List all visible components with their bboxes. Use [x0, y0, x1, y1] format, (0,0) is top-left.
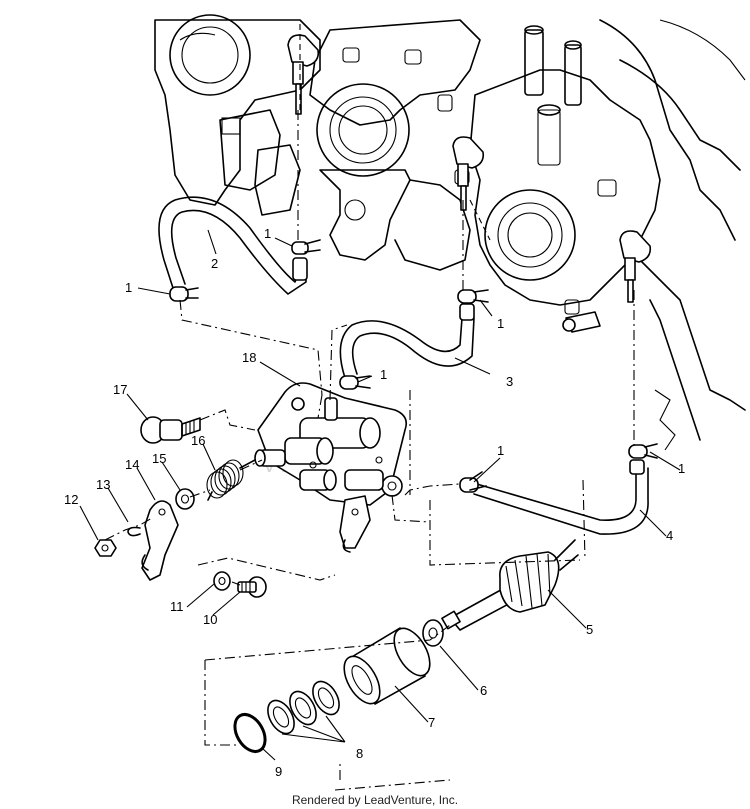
hose-clamp: [457, 289, 489, 304]
screw: [237, 576, 267, 598]
hoses: [158, 196, 658, 535]
drive-gear: [441, 539, 579, 631]
engine-case: [154, 14, 746, 451]
o-ring: [233, 713, 267, 753]
snap-clip: [127, 526, 141, 537]
seal-rings: [267, 680, 340, 735]
hose-clamp: [459, 471, 487, 493]
leader-lines: [79, 229, 681, 761]
hose-clamp: [339, 375, 371, 390]
callout-9: 9: [275, 764, 282, 779]
assembly-lines: [104, 20, 635, 791]
callout-2: 2: [211, 256, 218, 271]
hose-clamp: [169, 286, 199, 302]
callout-1: 1: [678, 461, 685, 476]
callout-12: 12: [64, 492, 78, 507]
hose-clamp: [291, 239, 321, 255]
hose-clamp: [628, 443, 658, 459]
callout-1: 1: [497, 316, 504, 331]
callout-7: 7: [428, 715, 435, 730]
callout-14: 14: [125, 457, 139, 472]
callout-5: 5: [586, 622, 593, 637]
callout-3: 3: [506, 374, 513, 389]
callout-1: 1: [125, 280, 132, 295]
callout-11: 11: [170, 599, 184, 614]
control-lever: [141, 500, 179, 581]
return-spring: [206, 459, 256, 501]
callout-1: 1: [380, 367, 387, 382]
render-credit: Rendered by LeadVenture, Inc.: [291, 793, 459, 807]
callout-8: 8: [356, 746, 363, 761]
callout-13: 13: [96, 477, 110, 492]
screw: [140, 416, 201, 444]
callout-10: 10: [203, 612, 217, 627]
hex-nut: [94, 539, 117, 557]
callout-labels: 1 1 1 1 1 1 2 3 4 5 6 7 8 9 10 11 12 13 …: [64, 226, 685, 779]
callout-6: 6: [480, 683, 487, 698]
washer: [213, 571, 231, 591]
callout-15: 15: [152, 451, 166, 466]
bushing-sleeve: [343, 627, 431, 705]
washer: [175, 488, 195, 510]
callout-4: 4: [666, 528, 673, 543]
callout-17: 17: [113, 382, 127, 397]
callout-16: 16: [191, 433, 205, 448]
callout-1: 1: [497, 443, 504, 458]
callout-18: 18: [242, 350, 256, 365]
thrust-washer: [422, 619, 444, 647]
oil-pump-assembly: [254, 382, 408, 553]
callout-1: 1: [264, 226, 271, 241]
